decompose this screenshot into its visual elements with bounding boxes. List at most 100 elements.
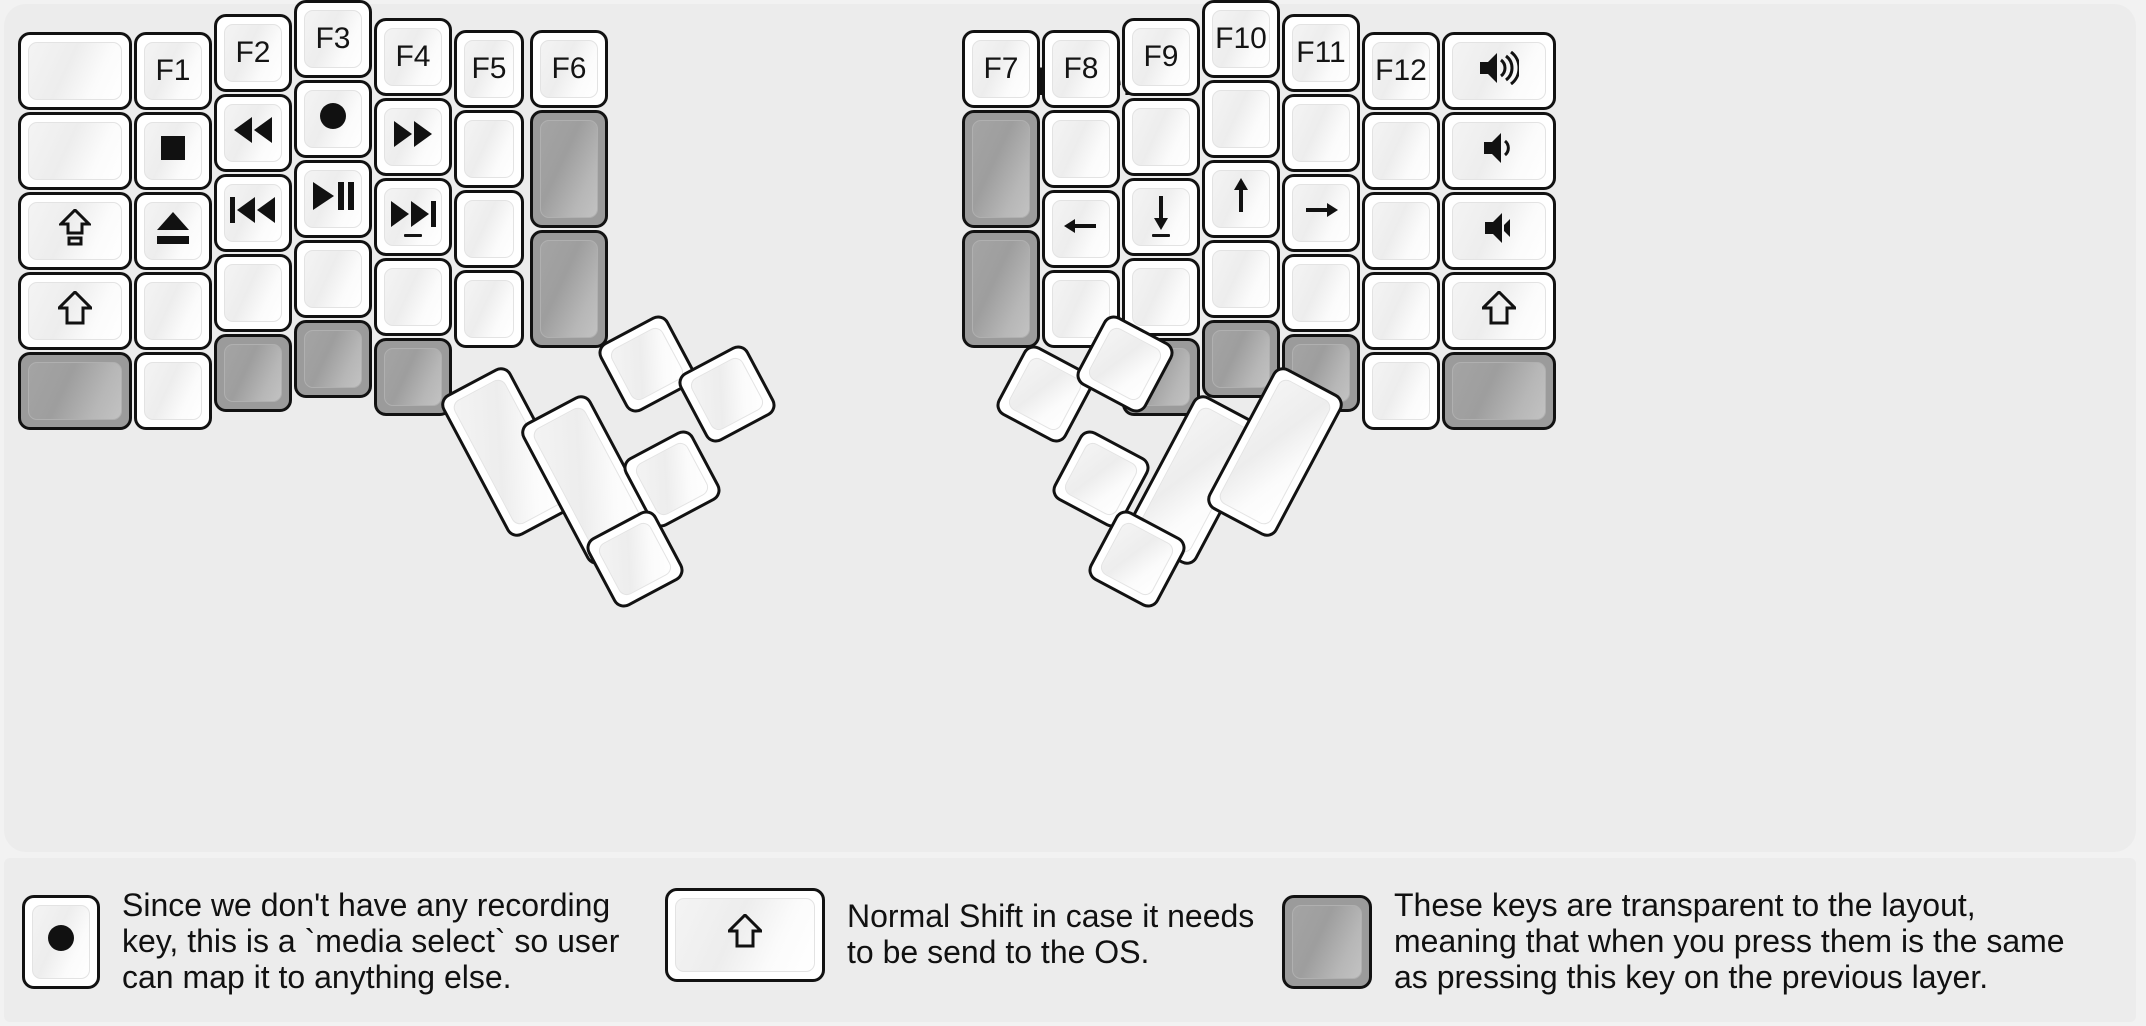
- keycap-face: [384, 268, 442, 326]
- key-r2-r2[interactable]: [1042, 110, 1120, 188]
- key-l1-r3[interactable]: [18, 192, 132, 270]
- key-arrow-right[interactable]: [1282, 174, 1360, 252]
- key-volume-up[interactable]: [1442, 32, 1556, 110]
- key-record[interactable]: [294, 80, 372, 158]
- key-l3-r4[interactable]: [214, 254, 292, 332]
- key-r7-r5[interactable]: [1442, 352, 1556, 430]
- key-f10[interactable]: F10: [1202, 0, 1280, 78]
- key-f3[interactable]: F3: [294, 0, 372, 78]
- key-f2[interactable]: F2: [214, 14, 292, 92]
- key-f11[interactable]: F11: [1282, 14, 1360, 92]
- keycap-face: [972, 120, 1030, 218]
- key-l5-r5[interactable]: [374, 338, 452, 416]
- key-l3-r5[interactable]: [214, 334, 292, 412]
- key-r6-r5[interactable]: [1362, 352, 1440, 430]
- key-fast-forward[interactable]: [374, 98, 452, 176]
- key-shift-right[interactable]: [1442, 272, 1556, 350]
- key-prev-track[interactable]: [214, 174, 292, 252]
- key-play-pause[interactable]: [294, 160, 372, 238]
- arrow-up-icon: [1227, 177, 1255, 221]
- mute-icon: [1484, 211, 1514, 251]
- key-arrow-up[interactable]: [1202, 160, 1280, 238]
- key-arrow-down[interactable]: [1122, 178, 1200, 256]
- keycap-face: [1052, 200, 1110, 258]
- keycap-face: [1097, 519, 1177, 599]
- key-l5-r4[interactable]: [374, 258, 452, 336]
- key-l2-r5[interactable]: [134, 352, 212, 430]
- key-r6-r2[interactable]: [1362, 112, 1440, 190]
- keycap-face: [144, 122, 202, 180]
- keycap-face: [540, 120, 598, 218]
- keycap-face: [1292, 904, 1362, 979]
- key-l6-r2[interactable]: [454, 110, 524, 188]
- keycap-face: [1452, 282, 1546, 340]
- keycap-label: F10: [1215, 22, 1267, 55]
- keycap-face: [1132, 188, 1190, 246]
- key-l6-r4[interactable]: [454, 270, 524, 348]
- key-next-track[interactable]: [374, 178, 452, 256]
- keycap-face: [224, 104, 282, 162]
- key-r4-r5[interactable]: [1202, 320, 1280, 398]
- arrow-right-icon: [1303, 196, 1339, 230]
- key-rewind[interactable]: [214, 94, 292, 172]
- keycap-face: [28, 122, 122, 180]
- key-f4[interactable]: F4: [374, 18, 452, 96]
- keycap-face: F11: [1292, 24, 1350, 82]
- key-r4-r4[interactable]: [1202, 240, 1280, 318]
- keycap-face: [1452, 42, 1546, 100]
- key-l7-thumb1[interactable]: [530, 110, 608, 228]
- key-l1-r5[interactable]: [18, 352, 132, 430]
- key-l4-r4[interactable]: [294, 240, 372, 318]
- keycap-face: [144, 362, 202, 420]
- key-r3-r2[interactable]: [1122, 98, 1200, 176]
- key-r6-r3[interactable]: [1362, 192, 1440, 270]
- key-l4-r5[interactable]: [294, 320, 372, 398]
- keycap-label: F9: [1143, 40, 1179, 73]
- key-r1-thumb1[interactable]: [962, 110, 1040, 228]
- key-r5-r2[interactable]: [1282, 94, 1360, 172]
- keycap-face: [1132, 108, 1190, 166]
- keycap-face: [1292, 184, 1350, 242]
- keycap-face: [224, 184, 282, 242]
- keycap-face: [1292, 104, 1350, 162]
- keycap-face: [1452, 202, 1546, 260]
- key-f1[interactable]: F1: [134, 32, 212, 110]
- key-f5[interactable]: F5: [454, 30, 524, 108]
- keycap-face: [687, 354, 767, 434]
- keycap-modifier-underline: [404, 234, 422, 237]
- key-f7[interactable]: F7: [962, 30, 1040, 108]
- key-eject[interactable]: [134, 192, 212, 270]
- key-f8[interactable]: F8: [1042, 30, 1120, 108]
- key-l2-r4[interactable]: [134, 272, 212, 350]
- eject-icon: [155, 210, 191, 252]
- key-l1-r2[interactable]: [18, 112, 132, 190]
- key-volume-down[interactable]: [1442, 112, 1556, 190]
- key-r5-r4[interactable]: [1282, 254, 1360, 332]
- key-arrow-left[interactable]: [1042, 190, 1120, 268]
- key-stop[interactable]: [134, 112, 212, 190]
- shift-icon: [1479, 289, 1519, 331]
- key-l1-r1[interactable]: [18, 32, 132, 110]
- key-f9[interactable]: F9: [1122, 18, 1200, 96]
- key-f6[interactable]: F6: [530, 30, 608, 108]
- key-r1-thumb2[interactable]: [962, 230, 1040, 348]
- key-r4-r2[interactable]: [1202, 80, 1280, 158]
- key-l7-thumb2[interactable]: [530, 230, 608, 348]
- key-f12[interactable]: F12: [1362, 32, 1440, 110]
- key-mute[interactable]: [1442, 192, 1556, 270]
- keycap-face: [464, 280, 514, 338]
- key-l1-r4[interactable]: [18, 272, 132, 350]
- key-r3-r4[interactable]: [1122, 258, 1200, 336]
- key-l6-r3[interactable]: [454, 190, 524, 268]
- record-icon: [318, 101, 348, 137]
- legend-record-text: Since we don't have any recording key, t…: [122, 887, 620, 995]
- keycap-face: F2: [224, 24, 282, 82]
- keycap-face: [28, 362, 122, 420]
- keycap-face: [144, 202, 202, 260]
- volume-up-icon: [1479, 50, 1521, 91]
- keycap-face: [1212, 330, 1270, 388]
- keycap-face: [1372, 202, 1430, 260]
- key-r6-r4[interactable]: [1362, 272, 1440, 350]
- keycap-face: [304, 90, 362, 148]
